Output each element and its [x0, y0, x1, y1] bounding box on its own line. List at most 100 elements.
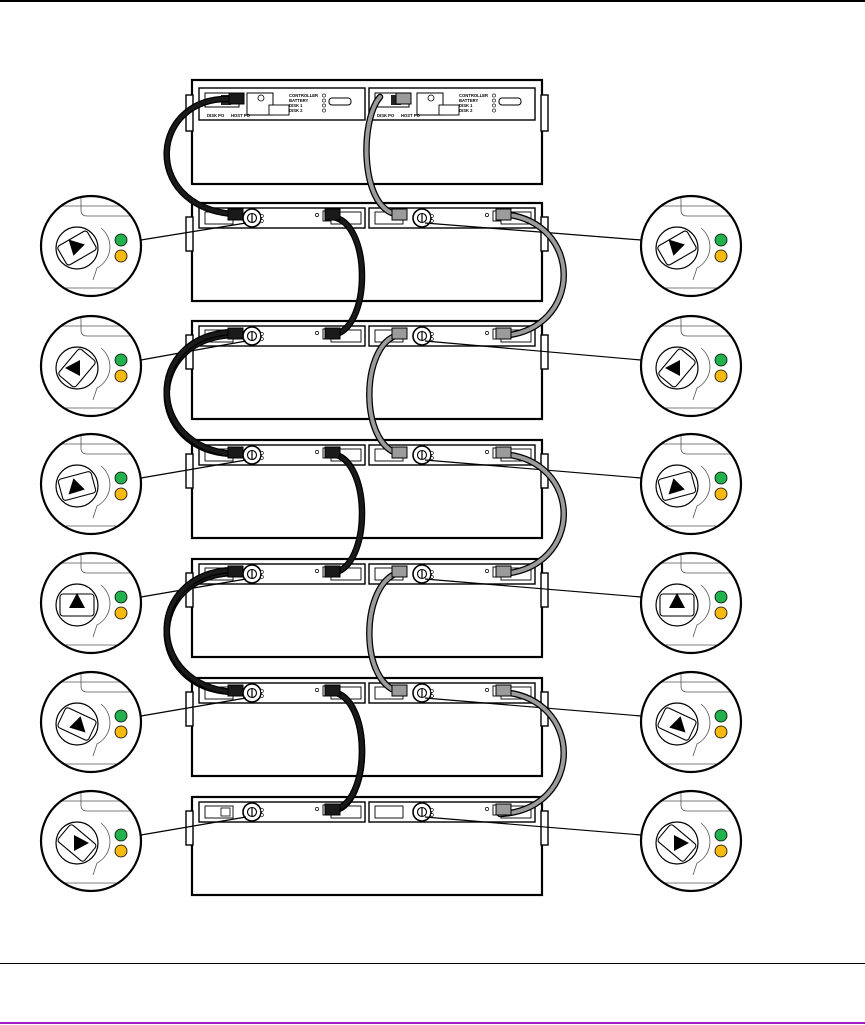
direction-arrow-icon: [669, 716, 686, 733]
callout-line: [140, 697, 247, 717]
expansion-enclosure: [185, 319, 549, 421]
left-cable: [330, 452, 364, 575]
panel-edge: [680, 316, 741, 337]
panel-edge: [680, 672, 741, 693]
status-led-icon: [315, 450, 319, 454]
right-cable: [498, 452, 566, 576]
panel-edge: [692, 703, 711, 757]
cable-connector: [227, 684, 244, 697]
left-cable: [164, 568, 234, 694]
panel-edge: [80, 434, 141, 455]
status-led-icon: [430, 689, 434, 693]
status-led-icon: [260, 575, 264, 579]
port-socket: [220, 807, 231, 817]
zoom-detail: [43, 316, 141, 409]
id-switch-zoom-left: [39, 314, 143, 418]
id-switch-zoom-left: [39, 432, 143, 536]
bottom-accent-rule: [0, 1022, 865, 1024]
status-led-icon: [315, 331, 319, 335]
green-led-icon: [714, 828, 728, 842]
status-label: CONTROLLER: [459, 93, 488, 98]
callout-line: [140, 222, 247, 241]
serial-port-icon: [328, 97, 352, 106]
cable-connector: [228, 92, 245, 105]
green-led-icon: [714, 353, 728, 367]
zoom-outline: [39, 432, 143, 536]
callout-line: [424, 459, 642, 479]
status-led-icon: [315, 569, 319, 573]
amber-led-icon: [114, 369, 128, 383]
amber-led-icon: [714, 844, 728, 858]
cable-connector: [324, 446, 341, 459]
status-led-icon: [260, 337, 264, 341]
panel-edge: [80, 553, 141, 574]
cable-connector: [391, 327, 408, 340]
callout-line: [140, 459, 247, 479]
direction-arrow-icon: [65, 360, 80, 376]
status-led-icon: [430, 219, 434, 223]
status-label: BATTERY: [289, 98, 309, 103]
cable-connector: [324, 684, 341, 697]
left-cable: [164, 96, 234, 216]
enclosure-left-ear: [185, 216, 194, 252]
callout-line: [424, 578, 642, 598]
cable-connector: [495, 446, 512, 459]
panel-edge: [80, 791, 141, 812]
status-led-icon: [430, 456, 434, 460]
direction-arrow-icon: [668, 478, 685, 495]
cable-connector: [227, 208, 244, 221]
zoom-outline: [639, 432, 743, 536]
serial-port-icon: [498, 97, 522, 106]
cable-connector: [495, 684, 512, 697]
left-cable: [330, 690, 364, 812]
cable-connector: [227, 446, 244, 459]
amber-led-icon: [114, 249, 128, 263]
callout-line: [424, 816, 642, 836]
direction-arrow-icon: [68, 239, 85, 256]
panel-edge: [680, 791, 741, 812]
cable-connector: [324, 565, 341, 578]
cable-connector: [391, 208, 408, 221]
status-led-icon: [260, 813, 264, 817]
amber-led-icon: [714, 369, 728, 383]
status-led-icon: [430, 575, 434, 579]
status-led-icon: [492, 93, 496, 98]
amber-led-icon: [114, 844, 128, 858]
label-plate: [438, 104, 460, 116]
status-led-icon: [260, 219, 264, 223]
status-led-icon: [430, 337, 434, 341]
callout-line: [424, 697, 642, 717]
status-led-icon: [260, 689, 264, 693]
id-switch-zoom-right: [639, 670, 743, 774]
status-led-icon: [315, 688, 319, 692]
status-led-icon: [492, 98, 496, 103]
panel-edge: [92, 584, 111, 638]
enclosure-left-ear: [185, 691, 194, 727]
status-led-icon: [260, 214, 264, 218]
status-label: DISK 2: [289, 108, 303, 113]
status-led-icon: [485, 807, 489, 811]
status-led-icon: [322, 93, 326, 98]
green-led-icon: [114, 233, 128, 247]
green-led-icon: [114, 828, 128, 842]
status-led-icon: [492, 108, 496, 113]
status-led-icon: [260, 456, 264, 460]
zoom-outline: [39, 789, 143, 893]
id-switch-zoom-right: [639, 194, 743, 298]
panel-edge: [92, 703, 111, 757]
green-led-icon: [714, 709, 728, 723]
status-led-icon: [492, 103, 496, 108]
cable-connector: [227, 565, 244, 578]
green-led-icon: [114, 471, 128, 485]
status-label: DISK 1: [459, 103, 473, 108]
zoom-detail: [43, 553, 141, 646]
status-led-icon: [315, 213, 319, 217]
id-switch-zoom-right: [639, 314, 743, 418]
enclosure-left-ear: [185, 453, 194, 489]
host-port-label: HOST PO: [231, 113, 251, 118]
status-led-icon: [322, 108, 326, 113]
green-led-icon: [114, 353, 128, 367]
amber-led-icon: [714, 487, 728, 501]
